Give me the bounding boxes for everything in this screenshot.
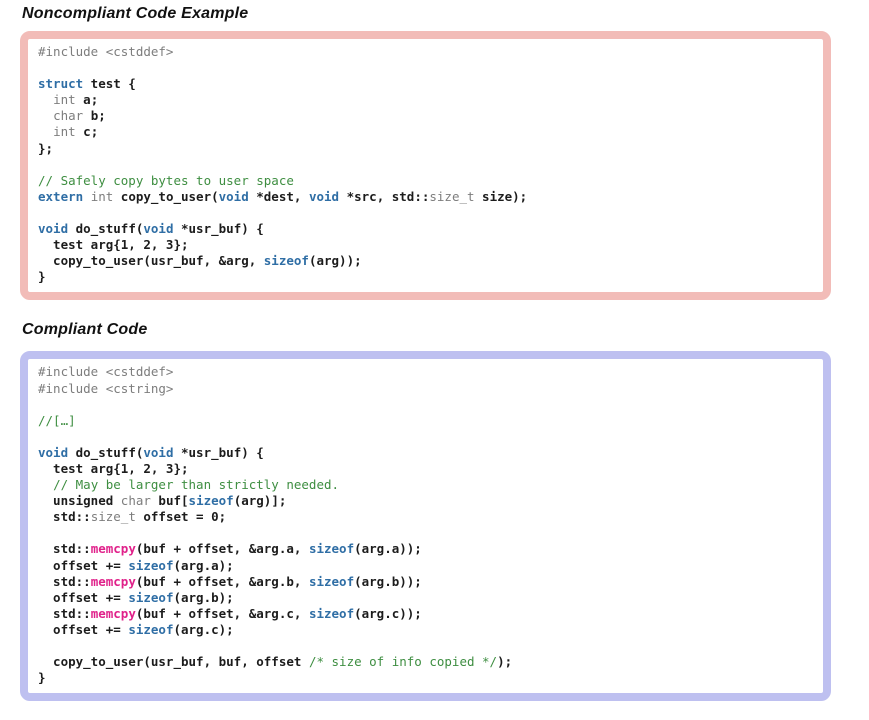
compliant-code-listing: #include <cstddef>#include <cstring> //[…: [38, 364, 513, 686]
noncompliant-code-listing: #include <cstddef> struct test { int a; …: [38, 44, 528, 285]
noncompliant-title: Noncompliant Code Example: [22, 5, 249, 22]
compliant-title: Compliant Code: [22, 321, 148, 339]
compliant-section: Compliant Code #include <cstddef>#includ…: [0, 321, 869, 702]
noncompliant-code-block: #include <cstddef> struct test { int a; …: [20, 31, 831, 301]
compliant-code-block: #include <cstddef>#include <cstring> //[…: [20, 351, 831, 702]
noncompliant-section: Noncompliant Code Example #include <cstd…: [0, 5, 869, 301]
